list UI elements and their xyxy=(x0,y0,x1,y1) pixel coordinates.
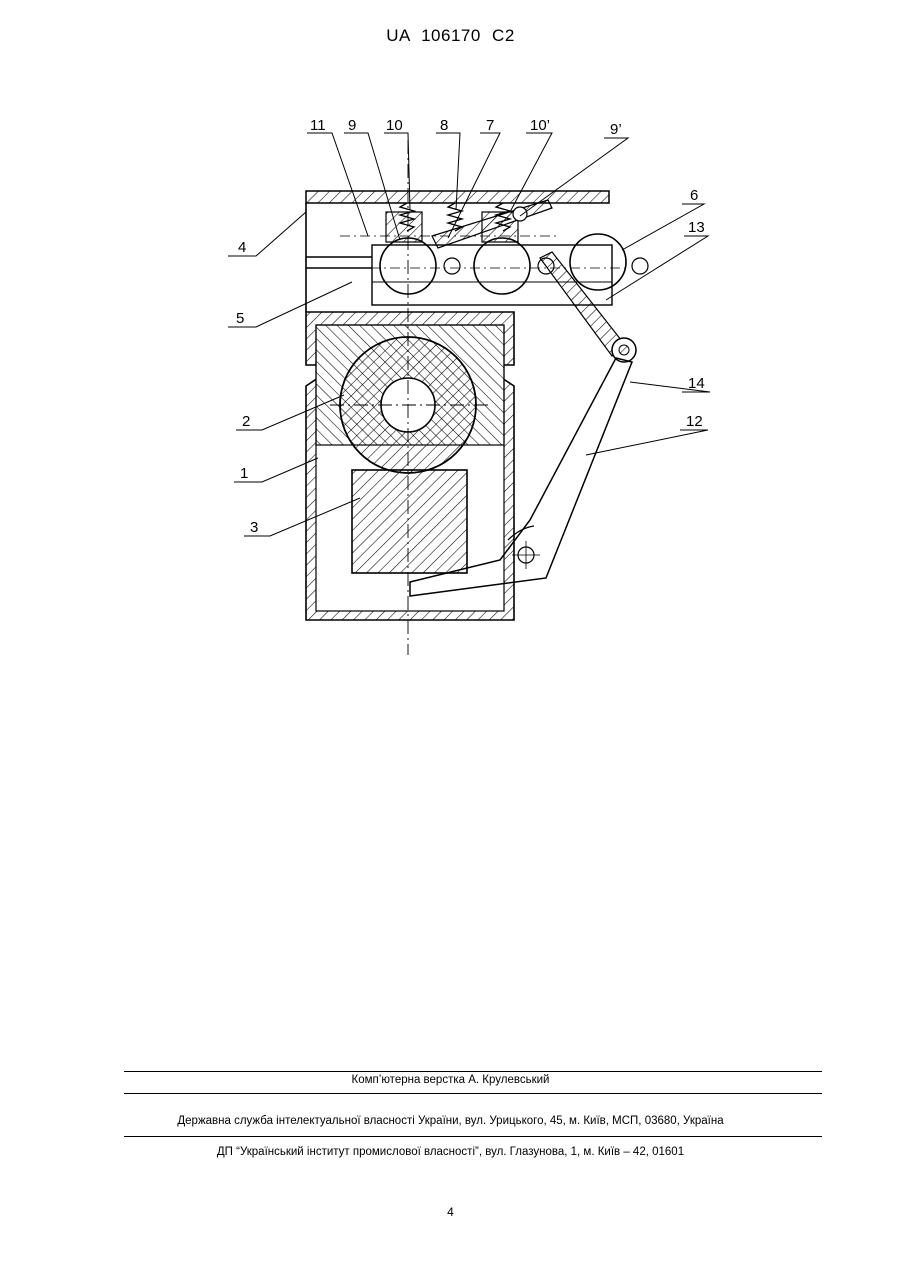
label-8: 8 xyxy=(440,117,448,134)
office-address: Державна служба інтелектуальної власност… xyxy=(0,1115,901,1127)
label-2: 2 xyxy=(242,413,250,430)
label-11: 11 xyxy=(310,117,326,134)
top-plate xyxy=(306,191,609,203)
label-3: 3 xyxy=(250,519,258,536)
label-4: 4 xyxy=(238,239,246,256)
label-5: 5 xyxy=(236,310,244,327)
label-13: 13 xyxy=(688,219,705,236)
label-14: 14 xyxy=(688,375,705,392)
divider-1 xyxy=(124,1071,822,1072)
label-9: 9 xyxy=(348,117,356,134)
drawing-svg: 11 9 10 8 7 10’ 9’ 6 13 4 5 14 2 12 1 3 xyxy=(0,0,901,700)
label-10: 10 xyxy=(386,117,403,134)
divider-3 xyxy=(124,1136,822,1137)
layout-credit: Комп’ютерна верстка А. Крулевський xyxy=(0,1074,901,1086)
label-1: 1 xyxy=(240,465,248,482)
magnet-3 xyxy=(352,470,467,573)
label-12: 12 xyxy=(686,413,703,430)
technical-drawing: 11 9 10 8 7 10’ 9’ 6 13 4 5 14 2 12 1 3 xyxy=(0,0,901,700)
label-9p: 9’ xyxy=(610,121,622,138)
page-number: 4 xyxy=(0,1205,901,1219)
label-6: 6 xyxy=(690,187,698,204)
divider-2 xyxy=(124,1093,822,1094)
institute-address: ДП “Український інститут промислової вла… xyxy=(0,1146,901,1158)
label-10p: 10’ xyxy=(530,117,550,134)
roller-b xyxy=(474,238,530,294)
label-7: 7 xyxy=(486,117,494,134)
